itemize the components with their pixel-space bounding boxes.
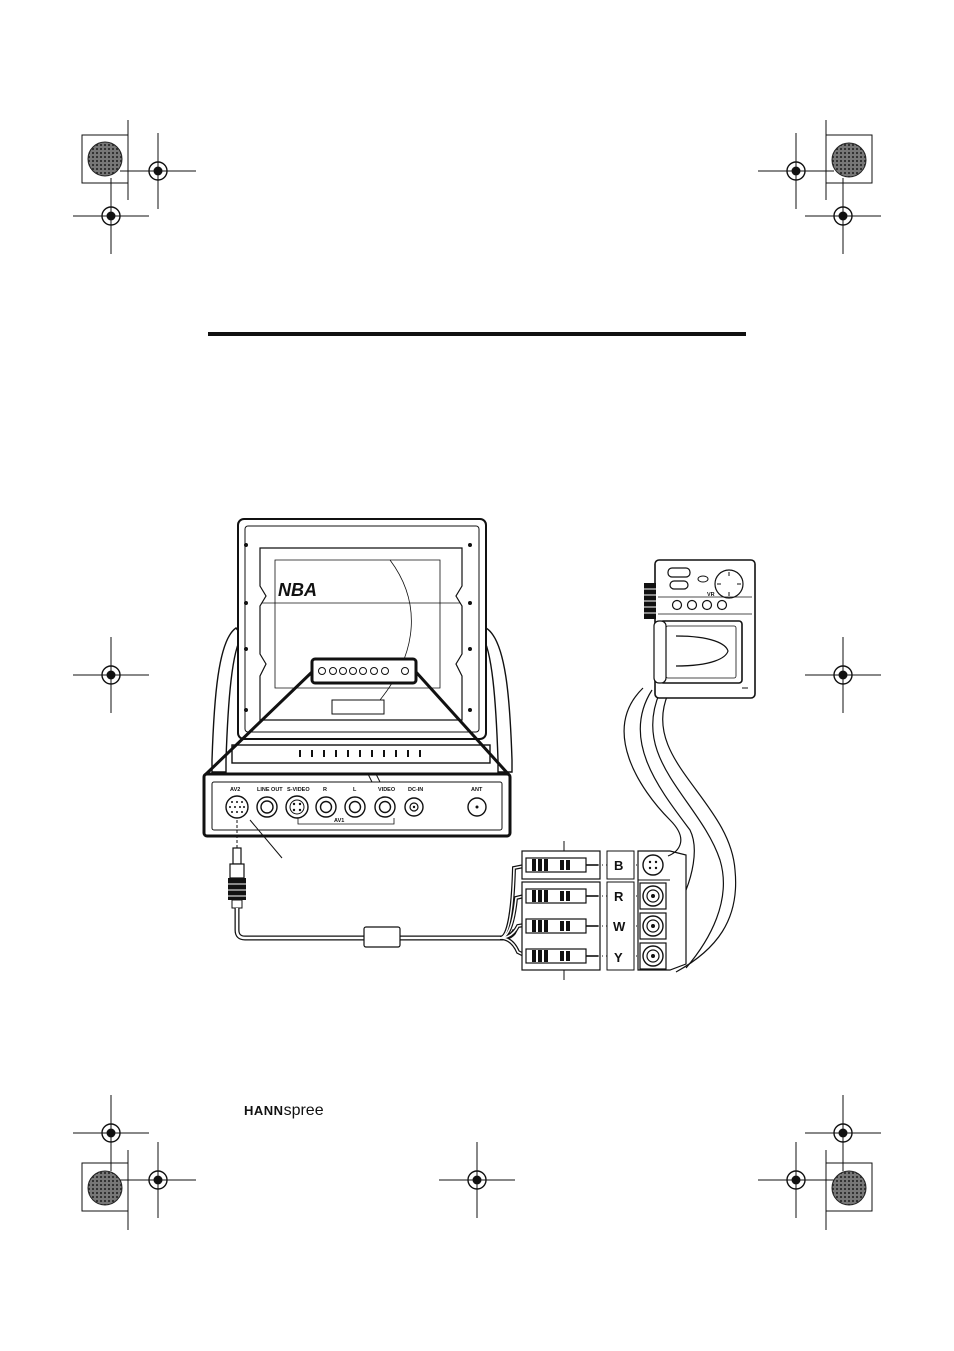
registration-mark-left-middle (72, 636, 150, 714)
port-label-svideo: S-VIDEO (287, 787, 310, 793)
registration-mark-right-middle (804, 636, 882, 714)
svideo-port (285, 795, 309, 819)
av2-cable (228, 820, 518, 948)
registration-mark-right-bottom (804, 1094, 882, 1172)
svideo-jack (642, 854, 664, 876)
mode-dial (714, 569, 744, 599)
color-target-bottom-left (87, 1170, 123, 1206)
registration-mark-left-bottom (72, 1094, 150, 1172)
dcin-port (404, 797, 424, 817)
ant-port (467, 797, 487, 817)
camcorder-illustration: VR (644, 559, 756, 699)
tv-back-illustration: NBA (202, 518, 513, 778)
yellow-jack (639, 942, 667, 970)
red-jack (639, 882, 667, 910)
registration-mark-bottom-center (438, 1141, 516, 1219)
brand-part2: spree (283, 1102, 324, 1119)
registration-mark-right-top (804, 177, 882, 255)
port-label-av2: AV2 (230, 787, 240, 793)
printer-marks-bottom (72, 1094, 882, 1230)
color-target-bottom-right (831, 1170, 867, 1206)
camcorder-jacks (637, 850, 687, 971)
registration-mark-left-top (72, 177, 150, 255)
av2-port (225, 795, 249, 819)
plug-letter-r: R (614, 889, 624, 904)
port-label-dcin: DC-IN (408, 787, 423, 793)
cable-ferrite (363, 926, 401, 948)
port-panel-enlarged: AV2 LINE OUT S-VIDEO R L VIDEO DC-IN ANT… (202, 772, 512, 838)
registration-mark-top-left (119, 132, 197, 210)
plug-letter-y: Y (614, 950, 623, 965)
color-target-top-right (831, 142, 867, 178)
port-label-lineout: LINE OUT (257, 787, 283, 793)
port-label-ant: ANT (471, 787, 483, 793)
plug-letter-column: B R W Y (606, 850, 635, 971)
printer-marks-top (72, 120, 882, 255)
nba-logo: NBA (278, 580, 317, 600)
registration-mark-bottom-left (119, 1141, 197, 1219)
brand-part1: HANN (244, 1103, 284, 1118)
brand-logo: HANNspree (244, 1101, 324, 1121)
cable-fanout (499, 864, 525, 957)
port-label-l: L (353, 787, 357, 793)
r-port (315, 796, 337, 818)
camcorder-vr-label: VR (707, 592, 715, 598)
plug-letter-b: B (614, 858, 623, 873)
registration-mark-top-right (757, 132, 835, 210)
video-port (374, 796, 396, 818)
av1-group-label: AV1 (334, 818, 344, 824)
white-jack (639, 912, 667, 940)
color-target-top-left (87, 141, 123, 177)
l-port (344, 796, 366, 818)
plug-group (521, 841, 601, 980)
header-rule (208, 332, 746, 336)
registration-mark-bottom-right (757, 1141, 835, 1219)
camcorder-cables (623, 687, 737, 973)
plug-letter-w: W (613, 919, 626, 934)
leader-line-av2 (249, 819, 283, 859)
port-label-r: R (323, 787, 327, 793)
lineout-port (256, 796, 278, 818)
port-label-video: VIDEO (378, 787, 396, 793)
